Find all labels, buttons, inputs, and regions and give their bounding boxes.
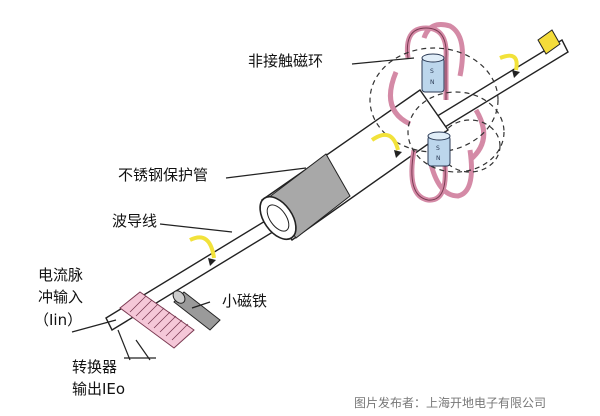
ring-magnet-top: S N bbox=[421, 53, 445, 93]
pole-n-top: N bbox=[430, 79, 435, 86]
label-magnet-ring: 非接触磁环 bbox=[248, 52, 323, 70]
label-small-magnet: 小磁铁 bbox=[222, 292, 267, 310]
steel-tube bbox=[259, 89, 449, 241]
label-converter-1: 转换器 bbox=[72, 358, 117, 376]
label-pulse-input-1: 电流脉 bbox=[38, 266, 83, 284]
label-pulse-input-3: （Iin） bbox=[34, 311, 82, 329]
label-waveguide: 波导线 bbox=[112, 212, 157, 230]
wave-arrow-mid bbox=[370, 132, 400, 151]
label-converter-2: 输出IEo bbox=[72, 380, 125, 398]
label-pulse-input-2: 冲输入 bbox=[38, 288, 83, 306]
small-magnet bbox=[172, 290, 221, 331]
label-steel-tube: 不锈钢保护管 bbox=[118, 166, 208, 184]
image-credit: 图片发布者：上海开地电子有限公司 bbox=[354, 395, 546, 410]
pole-s-bottom: S bbox=[436, 145, 440, 152]
ring-magnet-bottom: S N bbox=[427, 131, 451, 167]
wave-arrow-heads bbox=[208, 70, 520, 266]
magnet-ring-outline bbox=[406, 27, 447, 201]
wave-arrow-left bbox=[189, 235, 216, 259]
end-cap bbox=[537, 29, 561, 55]
pole-n-bottom: N bbox=[436, 155, 441, 162]
converter-block bbox=[119, 291, 195, 349]
leader-lines bbox=[71, 57, 415, 361]
wave-arrows bbox=[189, 53, 519, 259]
wave-arrow-right bbox=[499, 53, 519, 71]
pole-s-top: S bbox=[430, 68, 434, 75]
